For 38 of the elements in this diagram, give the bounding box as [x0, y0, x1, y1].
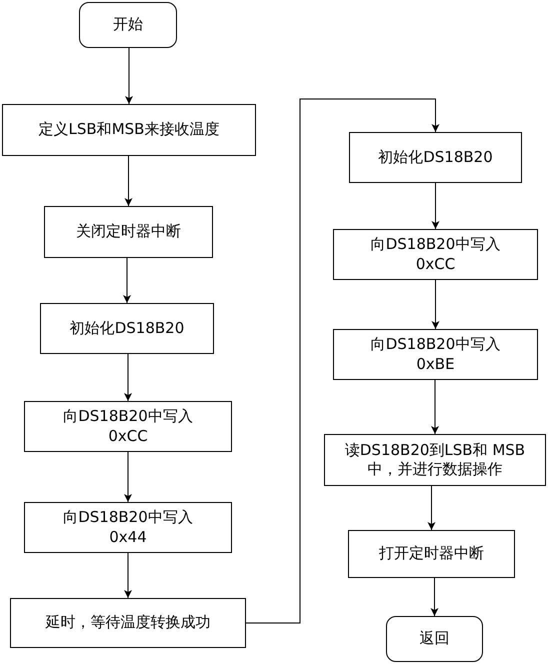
arrow: [431, 380, 439, 434]
process-box: [10, 598, 246, 648]
node-text: 向DS18B20中写入 0x44: [62, 508, 194, 547]
arrow: [428, 486, 436, 530]
node-text: 读DS18B20到LSB和 MSB中，并进行数据操作: [344, 440, 526, 480]
node-text: 返回: [420, 629, 450, 649]
arrow: [124, 354, 132, 402]
arrow: [124, 156, 132, 206]
node-text: 关闭定时器中断: [76, 222, 181, 242]
node-text: 延时，等待温度转换成功: [46, 613, 210, 633]
process-box: [2, 104, 256, 156]
process-box: [24, 401, 232, 452]
node-text: 向DS18B20中写入 0xCC: [370, 235, 502, 274]
node-text: 向DS18B20中写入 0xCC: [62, 407, 194, 446]
arrow: [432, 182, 440, 230]
process-box: [24, 502, 232, 553]
process-box: [324, 434, 546, 486]
node-text: 初始化DS18B20: [70, 318, 184, 338]
arrow: [124, 452, 132, 502]
arrow: [432, 280, 440, 330]
node-text: 初始化DS18B20: [378, 148, 493, 168]
process-box: [44, 206, 213, 258]
arrow: [246, 98, 440, 624]
process-box: [40, 303, 214, 354]
process-box: [349, 132, 522, 183]
process-box: [333, 329, 538, 380]
process-box: [348, 530, 515, 578]
terminal-box: [386, 616, 483, 662]
terminal-box: [79, 2, 177, 48]
node-text: 向DS18B20中写入 0xBE: [370, 335, 502, 374]
arrow: [124, 552, 132, 598]
node-text: 开始: [113, 15, 143, 35]
node-text: 打开定时器中断: [379, 544, 484, 564]
process-box: [333, 229, 538, 280]
node-text: 定义LSB和MSB来接收温度: [38, 120, 220, 140]
arrow: [125, 48, 133, 104]
arrow: [430, 578, 438, 616]
arrow: [123, 258, 131, 304]
